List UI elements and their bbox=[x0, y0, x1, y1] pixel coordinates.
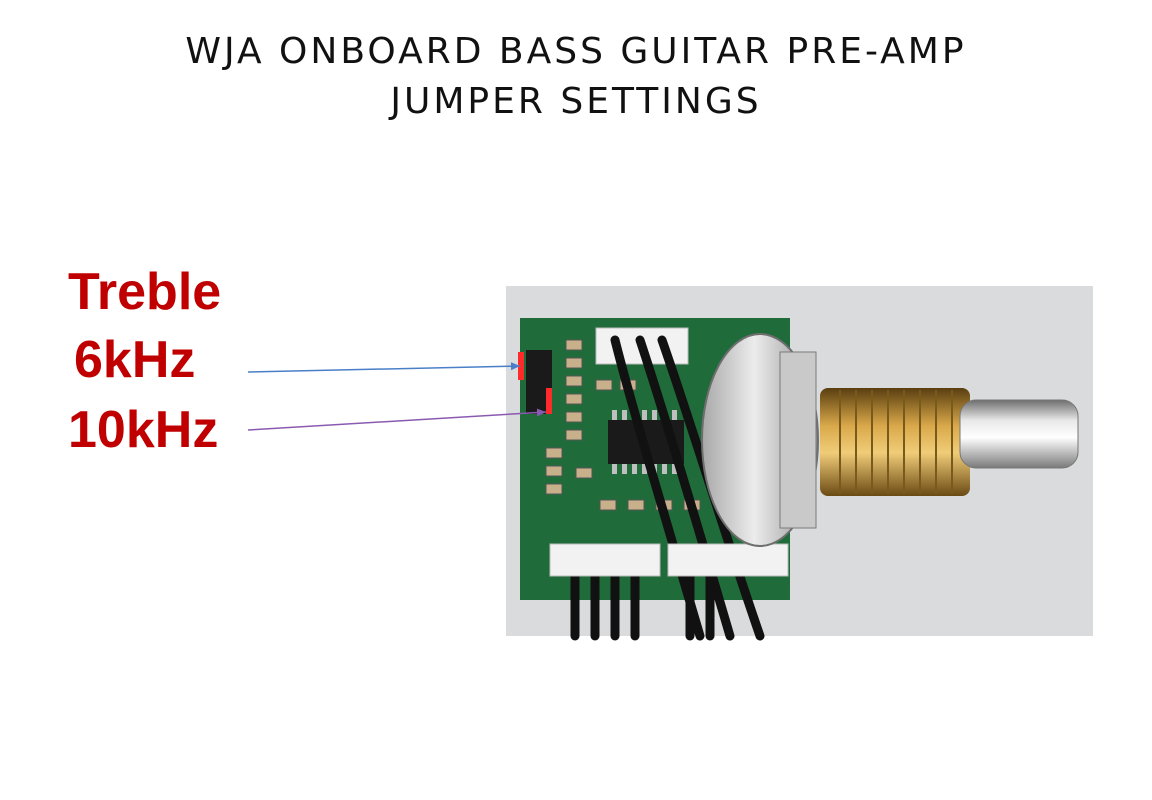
potentiometer-shaft bbox=[959, 399, 1079, 469]
bottom-connector-left bbox=[549, 543, 661, 577]
arrow-10khz bbox=[247, 408, 547, 431]
bottom-connector-right bbox=[667, 543, 789, 577]
arrow-6khz bbox=[247, 362, 521, 373]
bushing-threads bbox=[839, 390, 953, 494]
label-treble: Treble bbox=[68, 263, 222, 321]
threaded-bushing bbox=[820, 388, 970, 496]
potentiometer-ring bbox=[779, 351, 817, 529]
jumper-marker-6khz bbox=[518, 352, 524, 380]
label-6khz: 6kHz bbox=[74, 331, 196, 389]
jumper-marker-10khz bbox=[546, 388, 552, 414]
label-10khz: 10kHz bbox=[68, 401, 219, 459]
title-line-2: JUMPER SETTINGS bbox=[390, 81, 762, 122]
board-photo bbox=[506, 286, 1093, 641]
title-line-1: WJA ONBOARD BASS GUITAR PRE-AMP bbox=[185, 31, 967, 72]
